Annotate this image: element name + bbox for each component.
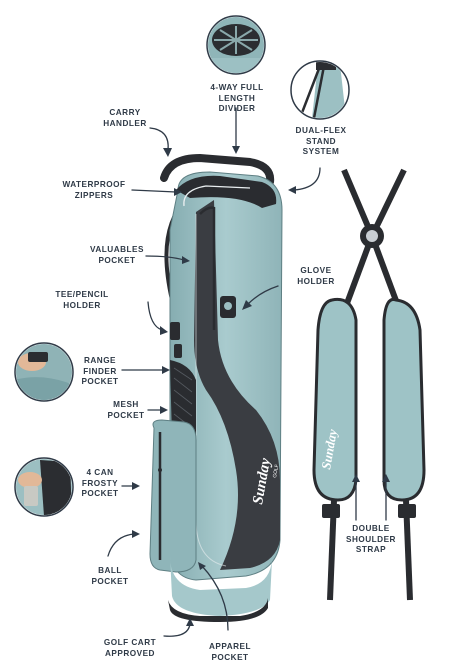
stand-detail-photo [290,60,350,120]
bag-logo-sub: GOLF [272,464,280,478]
callout-arrows [107,107,390,637]
double-shoulder-strap: Sunday [312,168,426,601]
strap-logo: Sunday [318,428,340,471]
range-finder-detail-photo [14,342,74,402]
frosty-detail-photo [14,457,74,517]
divider-detail-photo [206,15,266,75]
golf-bag: Sunday GOLF [149,153,283,622]
